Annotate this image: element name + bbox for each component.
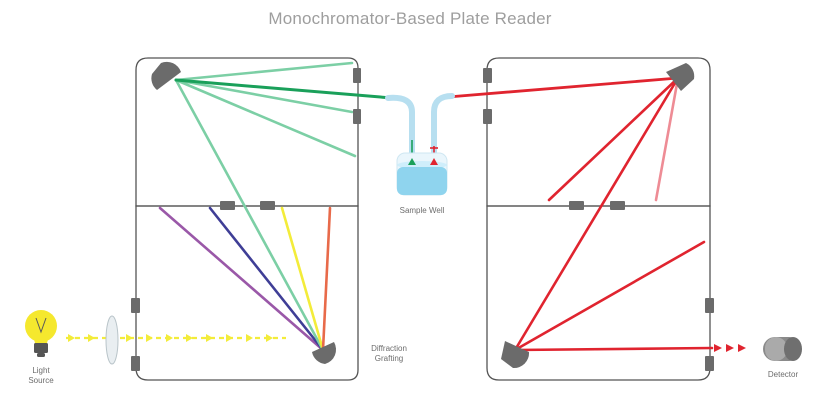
input-light-beam — [66, 334, 286, 342]
diagram-title: Monochromator-Based Plate Reader — [268, 9, 552, 28]
lens — [105, 315, 119, 365]
output-beam — [714, 344, 746, 352]
mirrors — [151, 61, 695, 369]
excitation-beams — [174, 61, 394, 158]
detector-icon — [763, 337, 802, 361]
diffraction-grating-mirror — [312, 342, 337, 364]
diffraction-grating-label: Diffraction Grafting — [371, 344, 407, 363]
excitation-monochromator — [135, 57, 359, 381]
dispersed-spectrum — [158, 78, 332, 352]
emission-mirror — [666, 63, 695, 91]
emission-grating-mirror — [501, 341, 530, 369]
emission-beams — [446, 76, 714, 352]
light-bulb-icon — [25, 310, 57, 357]
sample-well-label: Sample Well — [399, 206, 445, 215]
sample-well — [385, 93, 455, 196]
light-source-label: Light Source — [28, 366, 54, 385]
detector-label: Detector — [767, 370, 799, 379]
emission-monochromator — [486, 57, 711, 381]
slits — [131, 68, 714, 371]
collimating-mirror — [151, 61, 181, 90]
